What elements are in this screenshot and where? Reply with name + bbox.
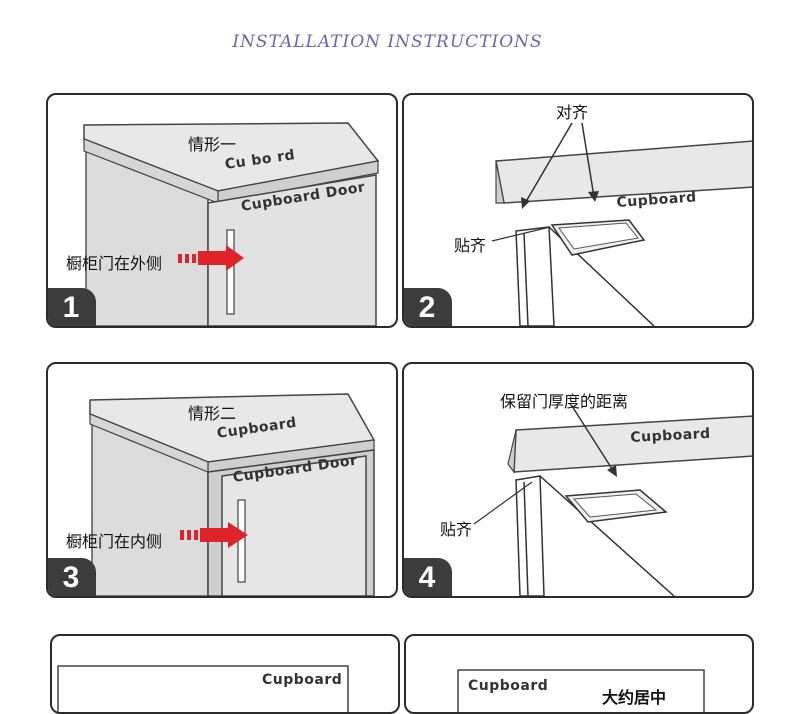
step-3-illustration xyxy=(89,393,376,596)
center-label: 大约居中 xyxy=(602,688,667,707)
flush-label: 贴齐 xyxy=(440,520,473,539)
step-2-illustration xyxy=(491,122,752,326)
step-5-panel: Cupboard xyxy=(50,634,400,714)
step-badge: 4 xyxy=(404,558,452,596)
red-arrow-icon xyxy=(178,245,244,271)
step-3-panel: 情形二 Cupboard Cupboard Door 橱柜门在内侧 3 xyxy=(46,362,398,598)
cupboard-label: Cupboard xyxy=(468,678,549,694)
step-1-panel: 情形一 Cu bo rd Cupboard Door 橱柜门在外侧 1 xyxy=(46,93,398,328)
page-title: INSTALLATION INSTRUCTIONS xyxy=(232,32,543,52)
handle-note: 橱柜门在内侧 xyxy=(66,532,163,551)
step-1-illustration xyxy=(83,122,380,326)
step-6-illustration xyxy=(457,669,705,712)
handle-icon xyxy=(226,229,235,315)
scenario-label: 情形一 xyxy=(188,135,237,154)
step-4-illustration xyxy=(473,405,752,596)
step-2-panel: 对齐 贴齐 Cupboard 2 xyxy=(402,93,754,328)
step-badge: 3 xyxy=(48,558,96,596)
step-6-panel: Cupboard 大约居中 xyxy=(404,634,754,714)
cupboard-label: Cupboard xyxy=(262,672,343,688)
gap-label: 保留门厚度的距离 xyxy=(500,392,629,411)
align-label: 对齐 xyxy=(556,103,589,122)
flush-label: 贴齐 xyxy=(454,236,487,255)
step-4-panel: 保留门厚度的距离 贴齐 Cupboard 4 xyxy=(402,362,754,598)
step-badge: 1 xyxy=(48,288,96,326)
handle-note: 橱柜门在外侧 xyxy=(66,254,163,273)
scenario-label: 情形二 xyxy=(188,404,237,423)
red-arrow-icon xyxy=(180,522,248,548)
step-5-illustration xyxy=(57,665,349,712)
handle-icon xyxy=(237,499,246,583)
step-badge: 2 xyxy=(404,288,452,326)
